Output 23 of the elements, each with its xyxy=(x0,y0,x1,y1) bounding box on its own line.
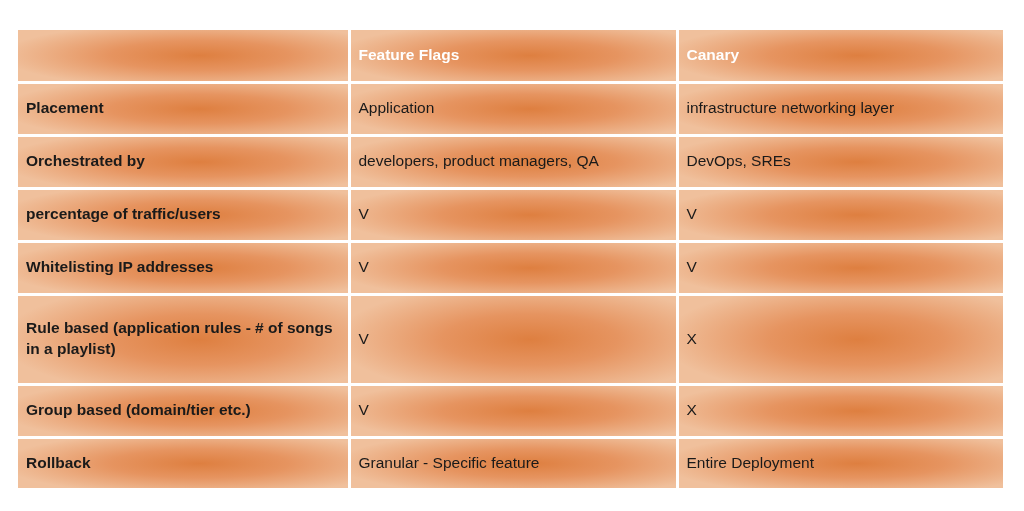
cell-text: V xyxy=(358,257,369,278)
cell-text: X xyxy=(686,400,697,421)
cell-text: X xyxy=(686,328,697,349)
cell-text: V xyxy=(686,257,697,278)
column-header: Feature Flags xyxy=(358,44,460,65)
row-header: Whitelisting IP addresses xyxy=(26,257,214,278)
row-header: Group based (domain/tier etc.) xyxy=(26,400,251,421)
row-header: Rollback xyxy=(26,452,91,473)
cell-text: V xyxy=(686,204,697,225)
cell-text: Application xyxy=(358,98,435,119)
row-header: Placement xyxy=(26,98,104,119)
cell-text: V xyxy=(358,328,369,349)
cell-text: developers, product managers, QA xyxy=(358,151,599,172)
cell-text: infrastructure networking layer xyxy=(686,98,895,119)
cell-text: Entire Deployment xyxy=(686,452,814,473)
cell-text: Granular - Specific feature xyxy=(358,452,540,473)
row-header: Orchestrated by xyxy=(26,151,145,172)
column-header: Canary xyxy=(686,44,740,65)
row-header: Rule based (application rules - # of songs in a playlist) xyxy=(26,318,334,359)
cell-text: V xyxy=(358,204,369,225)
cell-text: V xyxy=(358,400,369,421)
cell-text: DevOps, SREs xyxy=(686,151,791,172)
row-header: percentage of traffic/users xyxy=(26,204,221,225)
